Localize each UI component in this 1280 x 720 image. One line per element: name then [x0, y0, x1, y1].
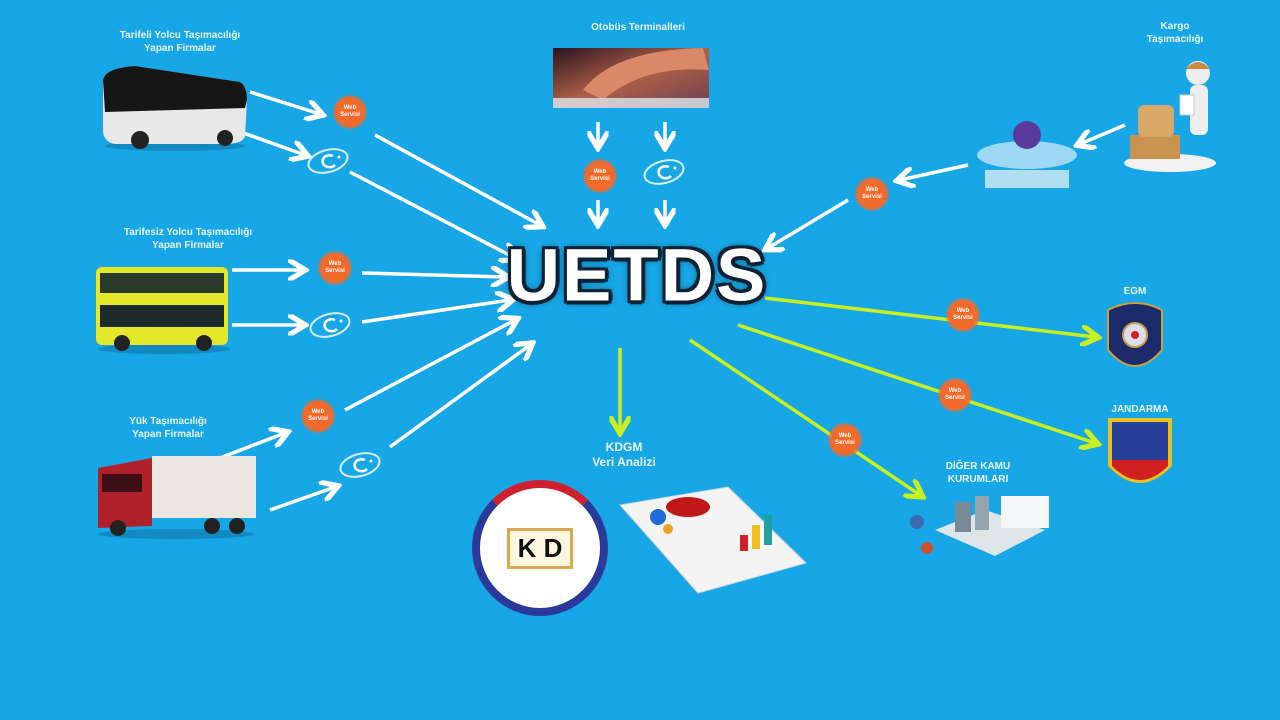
inbound-arrow	[768, 198, 849, 248]
label-line: Yapan Firmalar	[152, 240, 224, 251]
web-service-text: Servisi	[862, 194, 882, 200]
label-line: DİĞER KAMU	[945, 461, 1011, 472]
label-line: KURUMLARI	[947, 474, 1009, 485]
outbound-arrow	[737, 323, 1095, 443]
web-service-text: Servisi	[945, 395, 965, 401]
kdgm-logo: K D	[472, 480, 608, 616]
truck-icon	[98, 456, 256, 539]
inbound-arrow	[374, 133, 540, 225]
web-service-text: Web	[956, 308, 970, 314]
web-service-text: Servisi	[835, 440, 855, 446]
web-service-text: Servisi	[953, 315, 973, 321]
e-devlet-logo-icon	[641, 158, 687, 188]
inbound-arrow	[361, 300, 510, 324]
label-line: Yapan Firmalar	[132, 429, 204, 440]
inbound-arrow	[249, 90, 320, 114]
web-service-text: Servisi	[590, 176, 610, 182]
web-service-text: Servisi	[308, 416, 328, 422]
inbound-arrow	[1080, 123, 1126, 144]
web-service-text: Web	[865, 187, 879, 193]
e-devlet-logo-icon	[305, 147, 351, 177]
terminals-label: Otobüs Terminalleri	[591, 22, 685, 33]
label-line: Kargo	[1160, 21, 1190, 32]
label-line: KDGM	[605, 440, 643, 454]
outbound-arrow	[689, 338, 920, 495]
web-service-text: Web	[311, 409, 325, 415]
web-service-text: Web	[343, 105, 357, 111]
inbound-arrow	[219, 433, 285, 460]
other-institutions-label: DİĞER KAMU KURUMLARI	[946, 460, 1010, 486]
label-line: Yük Taşımacılığı	[129, 416, 207, 427]
web-service-text: Web	[328, 261, 342, 267]
web-service-text: Servisi	[340, 112, 360, 118]
inbound-arrow	[349, 170, 515, 258]
label-line: Veri Analizi	[592, 455, 656, 469]
analytics-report-icon	[619, 486, 807, 594]
jandarma-badge-icon	[1108, 418, 1172, 483]
double-decker-bus-icon	[96, 267, 230, 354]
web-service-text: Servisi	[325, 268, 345, 274]
cargo-courier-icon	[1124, 61, 1216, 172]
ministry-logo-icon	[977, 121, 1077, 188]
government-institutions-icon	[910, 496, 1049, 556]
bus-terminal-photo-icon	[553, 48, 709, 108]
label-line: Yapan Firmalar	[144, 43, 216, 54]
kdgm-logo-text: K D	[506, 527, 574, 569]
inbound-arrow	[388, 345, 530, 449]
label-line: Tarifeli Yolcu Taşımacılığı	[119, 30, 241, 41]
inbound-arrow	[234, 128, 305, 155]
e-devlet-logo-icon	[337, 451, 383, 481]
coach-bus-icon	[103, 66, 247, 151]
label-line: Tarifesiz Yolcu Taşımacılığı	[123, 227, 253, 238]
inbound-arrow	[269, 487, 335, 512]
inbound-arrow	[344, 320, 515, 412]
web-service-text: Web	[593, 169, 607, 175]
uetds-title: UETDS	[506, 233, 768, 317]
web-service-text: Web	[948, 388, 962, 394]
label-line: Taşımacılığı	[1146, 34, 1204, 45]
inbound-arrow	[361, 273, 505, 277]
outbound-arrow	[764, 296, 1095, 337]
police-badge-icon	[1107, 302, 1163, 367]
e-devlet-logo-icon	[307, 311, 353, 341]
inbound-arrow	[900, 163, 969, 180]
jandarma-label: JANDARMA	[1111, 404, 1169, 415]
web-service-text: Web	[838, 433, 852, 439]
egm-label: EGM	[1123, 286, 1147, 297]
